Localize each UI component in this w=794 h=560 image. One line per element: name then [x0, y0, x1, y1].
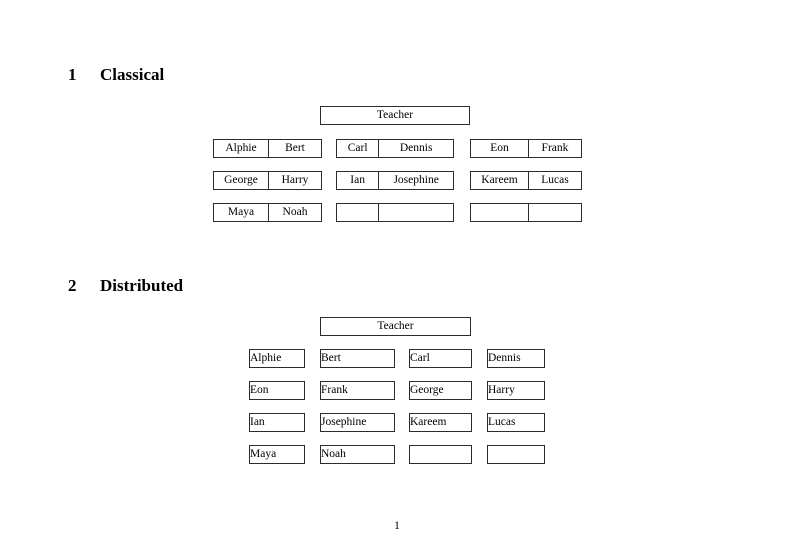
- distributed-student-box[interactable]: Ian: [249, 413, 305, 432]
- distributed-student-box[interactable]: Frank: [320, 381, 395, 400]
- page-number: 1: [394, 520, 400, 532]
- student-cell: Bert: [267, 140, 321, 157]
- student-cell: George: [224, 173, 258, 186]
- student-cell-empty: [527, 204, 581, 221]
- student-cell: Bert: [321, 351, 341, 364]
- student-cell: Kareem: [481, 173, 518, 186]
- classical-pair-box[interactable]: Maya Noah: [213, 203, 322, 222]
- classical-pair-box[interactable]: Carl Dennis: [336, 139, 454, 158]
- distributed-student-box[interactable]: Lucas: [487, 413, 545, 432]
- classical-pair-box[interactable]: Alphie Bert: [213, 139, 322, 158]
- section-title: Classical: [100, 65, 165, 84]
- classical-pair-box-empty[interactable]: [336, 203, 454, 222]
- student-cell: Kareem: [410, 415, 447, 428]
- student-cell: Noah: [321, 447, 346, 460]
- distributed-teacher-box[interactable]: Teacher: [320, 317, 471, 336]
- section-number: 2: [68, 276, 77, 295]
- distributed-student-box[interactable]: Carl: [409, 349, 472, 368]
- student-cell: George: [410, 383, 444, 396]
- classical-teacher-box[interactable]: Teacher: [320, 106, 470, 125]
- distributed-student-box-empty[interactable]: [409, 445, 472, 464]
- distributed-student-box[interactable]: Josephine: [320, 413, 395, 432]
- student-cell: Josephine: [378, 172, 453, 189]
- student-cell: Eon: [490, 141, 509, 154]
- student-cell: Ian: [350, 173, 365, 186]
- student-cell: Carl: [347, 141, 368, 154]
- student-cell: Alphie: [250, 351, 282, 364]
- student-cell: Harry: [488, 383, 515, 396]
- section-number: 1: [68, 65, 77, 84]
- student-cell: Noah: [267, 204, 321, 221]
- distributed-student-box[interactable]: George: [409, 381, 472, 400]
- distributed-student-box[interactable]: Noah: [320, 445, 395, 464]
- classical-pair-box[interactable]: Eon Frank: [470, 139, 582, 158]
- student-cell: Josephine: [321, 415, 367, 428]
- teacher-label: Teacher: [376, 108, 414, 121]
- student-cell: Dennis: [378, 140, 453, 157]
- student-cell: Maya: [227, 205, 255, 218]
- classical-pair-box[interactable]: Kareem Lucas: [470, 171, 582, 190]
- distributed-student-box[interactable]: Kareem: [409, 413, 472, 432]
- section-title: Distributed: [100, 276, 184, 295]
- student-cell: Ian: [250, 415, 265, 428]
- student-cell-empty: [378, 204, 453, 221]
- student-cell: Carl: [410, 351, 430, 364]
- student-cell: Lucas: [488, 415, 516, 428]
- distributed-student-box[interactable]: Bert: [320, 349, 395, 368]
- student-cell: Eon: [250, 383, 269, 396]
- classical-pair-box[interactable]: George Harry: [213, 171, 322, 190]
- student-cell: Harry: [267, 172, 321, 189]
- distributed-student-box[interactable]: Harry: [487, 381, 545, 400]
- student-cell: Alphie: [225, 141, 257, 154]
- student-cell: Lucas: [527, 172, 581, 189]
- student-cell-empty: [471, 204, 528, 221]
- distributed-student-box[interactable]: Maya: [249, 445, 305, 464]
- distributed-student-box[interactable]: Dennis: [487, 349, 545, 368]
- student-cell: Dennis: [488, 351, 521, 364]
- distributed-student-box[interactable]: Eon: [249, 381, 305, 400]
- classical-pair-box[interactable]: Ian Josephine: [336, 171, 454, 190]
- student-cell: Frank: [321, 383, 348, 396]
- distributed-student-box-empty[interactable]: [487, 445, 545, 464]
- student-cell-empty: [337, 204, 378, 221]
- classical-pair-box-empty[interactable]: [470, 203, 582, 222]
- teacher-label: Teacher: [377, 319, 414, 332]
- distributed-student-box[interactable]: Alphie: [249, 349, 305, 368]
- student-cell: Maya: [250, 447, 277, 460]
- student-cell: Frank: [527, 140, 581, 157]
